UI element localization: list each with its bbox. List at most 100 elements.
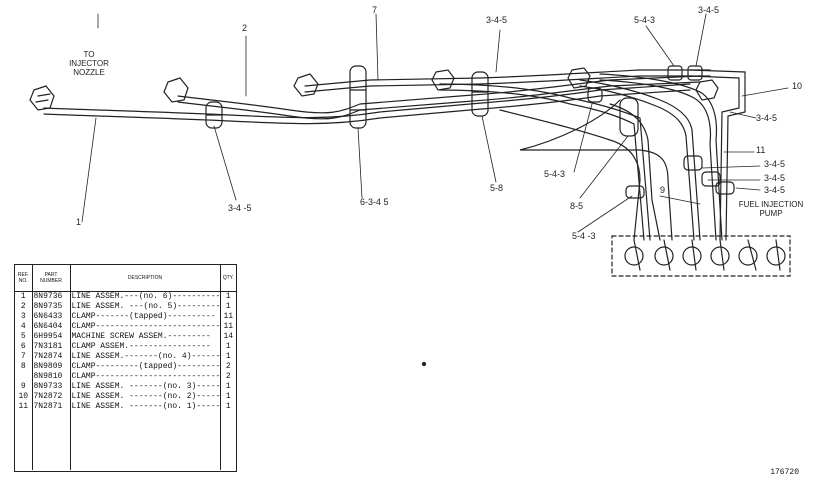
filler-cell bbox=[32, 412, 71, 470]
cell-ref: 7 bbox=[15, 352, 33, 362]
cell-ref bbox=[15, 372, 33, 382]
callout-5-4-3-bottom: 5-4 -3 bbox=[572, 231, 596, 241]
cell-desc: LINE ASSEM. -------(no. 2)------- bbox=[70, 392, 221, 402]
cell-qty: 11 bbox=[223, 312, 234, 321]
cell-qty: 1 bbox=[225, 302, 231, 311]
cell-part: 6N6404 bbox=[32, 322, 71, 332]
cell-desc: MACHINE SCREW ASSEM.--------- bbox=[70, 332, 221, 342]
cell-desc: LINE ASSEM. -------(no. 3)------- bbox=[70, 382, 221, 392]
cell-ref: 11 bbox=[15, 402, 33, 412]
header-part-number: PART NUMBER bbox=[32, 265, 71, 292]
table-filler-row bbox=[15, 412, 236, 470]
cell-desc: LINE ASSEM.---(no. 6)---------- bbox=[70, 291, 221, 302]
clamp-e bbox=[619, 97, 639, 137]
callout-3-4-5-topright: 3-4-5 bbox=[698, 5, 720, 15]
cell-qty: 1 bbox=[225, 382, 231, 391]
filler-cell bbox=[70, 412, 221, 470]
callout-3-4-5-right3: 3-4-5 bbox=[764, 173, 786, 183]
callout-3-4-5-right1: 3-4-5 bbox=[756, 113, 778, 123]
cell-qty: 11 bbox=[223, 322, 234, 331]
filler-cell bbox=[15, 412, 33, 470]
injector-nozzle-label: TO INJECTOR NOZZLE bbox=[69, 50, 109, 77]
fuel-injection-pump bbox=[611, 235, 791, 277]
cell-ref: 9 bbox=[15, 382, 33, 392]
cell-ref: 4 bbox=[15, 322, 33, 332]
cell-ref: 6 bbox=[15, 342, 33, 352]
injector-nozzle-5 bbox=[567, 67, 591, 89]
cell-ref: 10 bbox=[15, 392, 33, 402]
callout-6-3-4-5: 6-3-4 5 bbox=[360, 197, 389, 207]
cell-qty: 1 bbox=[225, 342, 231, 351]
injector-nozzle-3 bbox=[293, 73, 319, 97]
cell-part: 7N3181 bbox=[32, 342, 71, 352]
cell-desc: LINE ASSEM. -------(no. 1)------- bbox=[70, 402, 221, 412]
cell-part: 7N2874 bbox=[32, 352, 71, 362]
cell-part: 7N2872 bbox=[32, 392, 71, 402]
cell-part: 8N9810 bbox=[32, 372, 71, 382]
cell-desc: LINE ASSEM.-------(no. 4)------ bbox=[70, 352, 221, 362]
cell-part: 8N9735 bbox=[32, 302, 71, 312]
line-assembly-9 bbox=[499, 103, 661, 241]
callout-11: 11 bbox=[756, 145, 766, 155]
injector-nozzle-4 bbox=[431, 69, 455, 91]
cell-desc: CLAMP--------------------------- bbox=[70, 372, 221, 382]
header-description: DESCRIPTION bbox=[70, 265, 221, 292]
callout-5-4-3-top: 5-4-3 bbox=[634, 15, 656, 25]
cell-part: 8N9809 bbox=[32, 362, 71, 372]
clamp-f bbox=[667, 65, 703, 81]
injector-nozzle-2 bbox=[163, 77, 189, 103]
header-ref: REF. NO. bbox=[15, 265, 33, 292]
clamp-c bbox=[471, 71, 489, 117]
cell-qty: 1 bbox=[225, 392, 231, 401]
callout-7: 7 bbox=[372, 5, 378, 15]
cell-qty: 1 bbox=[225, 402, 231, 411]
cell-desc: LINE ASSEM. ---(no. 5)--------- bbox=[70, 302, 221, 312]
callout-3-4-5-top: 3-4-5 bbox=[486, 15, 508, 25]
callout-2: 2 bbox=[242, 23, 248, 33]
callout-5-8: 5-8 bbox=[490, 183, 504, 193]
cell-part: 7N2871 bbox=[32, 402, 71, 412]
leader-lines bbox=[81, 13, 789, 233]
drawing-number: 176720 bbox=[770, 468, 799, 477]
line-assembly-2 bbox=[177, 75, 701, 120]
clamp-b bbox=[349, 65, 367, 129]
cell-ref: 1 bbox=[15, 291, 33, 302]
callout-3-4-5-right2: 3-4-5 bbox=[764, 159, 786, 169]
callout-3-4-5-right4: 3-4-5 bbox=[764, 185, 786, 195]
cell-qty: 2 bbox=[225, 362, 231, 371]
cell-part: 6N6433 bbox=[32, 312, 71, 322]
cell-part: 6H9954 bbox=[32, 332, 71, 342]
cell-part: 8N9733 bbox=[32, 382, 71, 392]
cell-desc: CLAMP---------(tapped)--------- bbox=[70, 362, 221, 372]
cell-ref: 8 bbox=[15, 362, 33, 372]
cell-ref: 3 bbox=[15, 312, 33, 322]
clamp-h bbox=[625, 185, 645, 199]
cell-qty: 1 bbox=[225, 292, 231, 301]
cell-qty: 14 bbox=[223, 332, 234, 341]
cell-desc: CLAMP-------(tapped)---------- bbox=[70, 312, 221, 322]
callout-5-4-3-mid: 5-4-3 bbox=[544, 169, 566, 179]
fuel-injection-pump-label: FUEL INJECTION PUMP bbox=[738, 200, 804, 218]
pump-fittings bbox=[624, 239, 786, 271]
clamp-d bbox=[587, 87, 603, 103]
callout-3-4-5-lower: 3-4 -5 bbox=[228, 203, 252, 213]
injector-nozzle-6 bbox=[695, 79, 719, 101]
clamp-g bbox=[683, 155, 735, 195]
cell-ref: 5 bbox=[15, 332, 33, 342]
cell-desc: CLAMP--------------------------- bbox=[70, 322, 221, 332]
callout-10: 10 bbox=[792, 81, 803, 91]
filler-cell bbox=[220, 412, 236, 470]
